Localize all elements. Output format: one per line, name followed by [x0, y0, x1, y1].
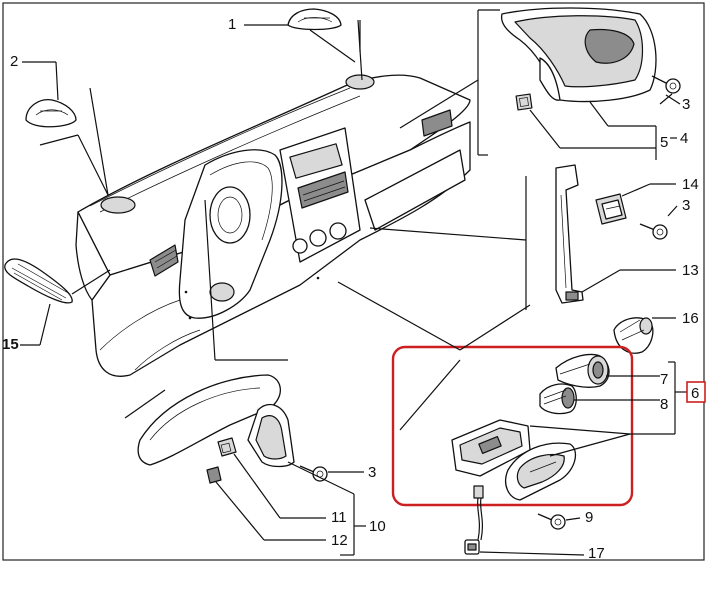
part-speaker-cover-top	[287, 8, 342, 31]
part-lighter-element	[539, 383, 577, 415]
part-screw-c	[537, 513, 566, 530]
part-corner-housing	[500, 7, 657, 103]
callout-13: 13	[682, 262, 699, 279]
callout-15: 15	[2, 336, 19, 353]
part-ashtray-housing	[505, 442, 577, 501]
part-clip-11	[217, 437, 237, 457]
part-console-panel	[451, 419, 531, 477]
part-speaker-cover-side	[25, 99, 77, 128]
callout-3-top: 3	[682, 96, 690, 113]
part-screw-a	[651, 75, 681, 94]
callout-12: 12	[331, 532, 348, 549]
callout-17: 17	[588, 545, 605, 562]
callout-9: 9	[585, 509, 593, 526]
callout-11: 11	[331, 509, 347, 526]
callout-6-box	[686, 381, 706, 403]
callout-8: 8	[660, 396, 668, 413]
part-lighter-collar	[555, 353, 610, 388]
callout-1: 1	[228, 16, 236, 33]
part-socket-plug	[613, 317, 654, 354]
part-screw-b	[639, 223, 668, 240]
callout-6: 6	[691, 385, 699, 402]
part-wiring-harness	[464, 485, 484, 555]
part-bracket-clip	[595, 193, 627, 225]
callout-10: 10	[369, 518, 386, 535]
callout-4: 4	[680, 130, 688, 147]
highlight-box	[391, 345, 634, 507]
diagram-frame	[2, 2, 705, 561]
dashboard-assembly	[75, 74, 471, 377]
part-clip-small	[515, 93, 533, 111]
callout-2: 2	[10, 53, 18, 70]
callout-16: 16	[682, 310, 699, 327]
part-shroud-bracket	[247, 403, 295, 468]
callout-3-bottom: 3	[368, 464, 376, 481]
callout-5: 5	[660, 134, 668, 151]
part-long-bracket	[555, 164, 584, 304]
part-side-vent	[4, 258, 73, 304]
part-clip-12	[206, 466, 222, 484]
callout-14: 14	[682, 176, 699, 193]
callout-3-mid: 3	[682, 197, 690, 214]
callout-7: 7	[660, 371, 668, 388]
